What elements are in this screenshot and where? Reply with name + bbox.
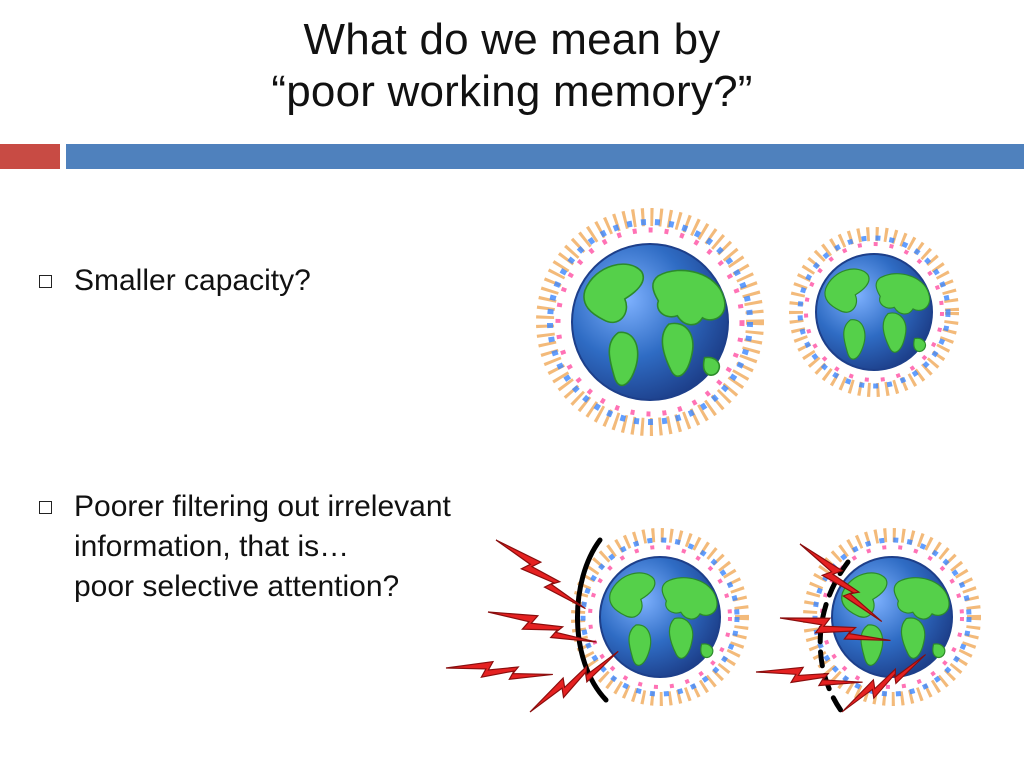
globe-icon — [789, 227, 959, 397]
bullet-box-icon — [39, 501, 52, 514]
bullet-smaller-capacity: Smaller capacity? — [39, 261, 311, 301]
bullet-text: Smaller capacity? — [74, 264, 311, 297]
bullet-text-line-3: poor selective attention? — [74, 570, 400, 603]
accent-bar-blue — [66, 144, 1024, 169]
accent-bar-red — [0, 144, 60, 169]
bullet-text-line-2: information, that is… — [74, 530, 350, 563]
slide-title-line-2: “poor working memory?” — [271, 67, 753, 116]
bullet-poorer-filtering: Poorer filtering out irrelevant informat… — [39, 487, 451, 607]
slide-title-line-1: What do we mean by — [303, 15, 721, 64]
bullet-text-line-1: Poorer filtering out irrelevant — [74, 490, 451, 523]
slide-title: What do we mean by “poor working memory?… — [0, 14, 1024, 118]
globe-icon — [571, 528, 749, 706]
parenthesis-bracket — [575, 537, 609, 703]
bullet-box-icon — [39, 275, 52, 288]
lightning-bolt-icon — [529, 627, 619, 736]
lightning-bolt-icon — [445, 628, 554, 714]
globe-icon — [803, 528, 981, 706]
dashed-parenthesis-bracket — [817, 559, 851, 715]
globe-icon — [536, 208, 764, 436]
